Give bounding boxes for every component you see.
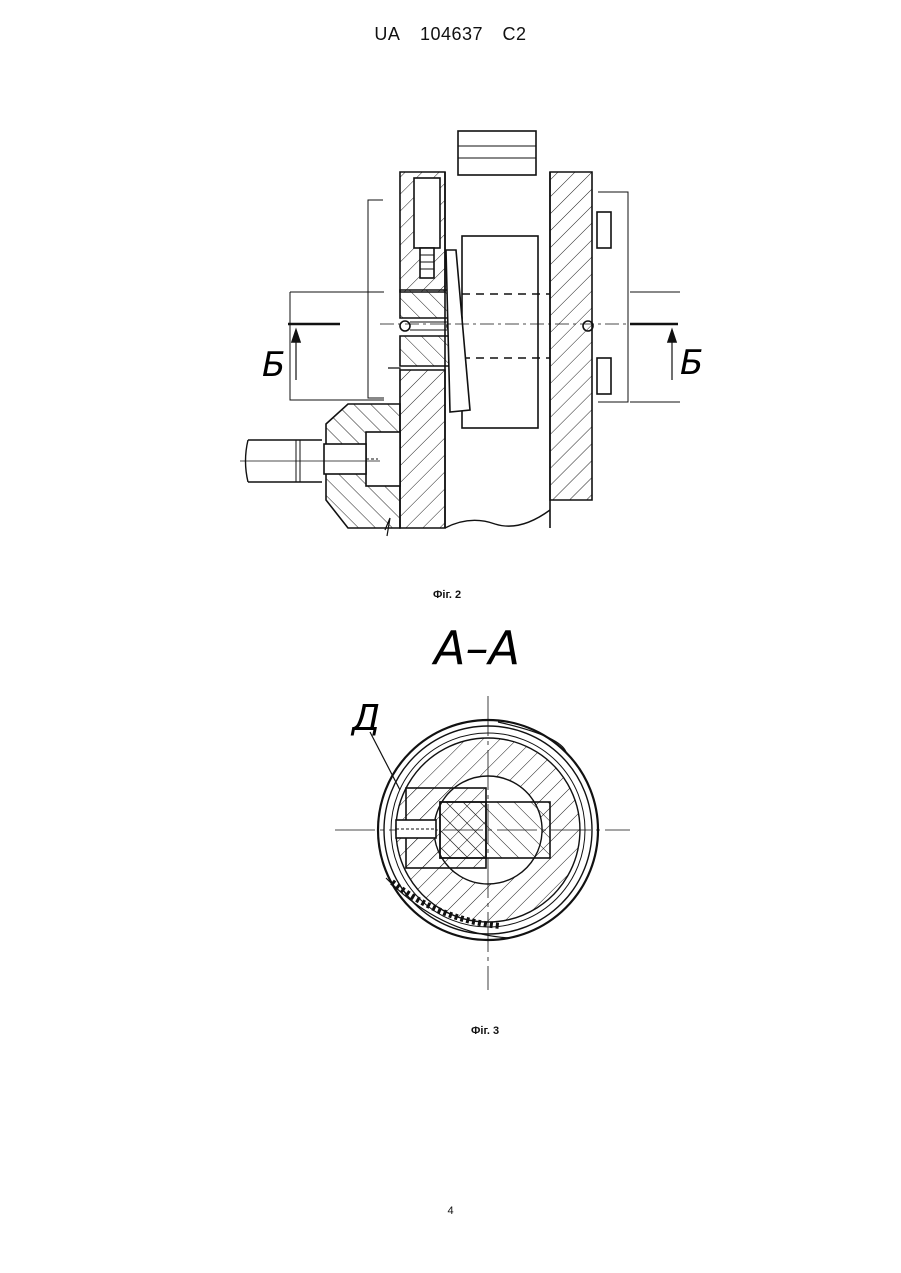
callout-label: Д [350, 698, 380, 739]
figure-3-caption: Фіг. 3 [471, 1025, 499, 1037]
o-ring-left [400, 321, 410, 331]
section-label-left: Б [262, 345, 285, 385]
figure-2-drawing [240, 131, 680, 536]
section-label-right: Б [680, 343, 703, 383]
shaft-slot [462, 236, 538, 428]
lower-left-body [400, 370, 445, 528]
figure-3-drawing [335, 696, 630, 990]
section-title: А–А [431, 621, 520, 675]
top-stub [458, 131, 536, 175]
bolt-pocket [414, 178, 440, 248]
right-wall [550, 172, 592, 500]
figure-2-caption: Фіг. 2 [433, 589, 461, 601]
page-number: 4 [0, 1205, 901, 1217]
